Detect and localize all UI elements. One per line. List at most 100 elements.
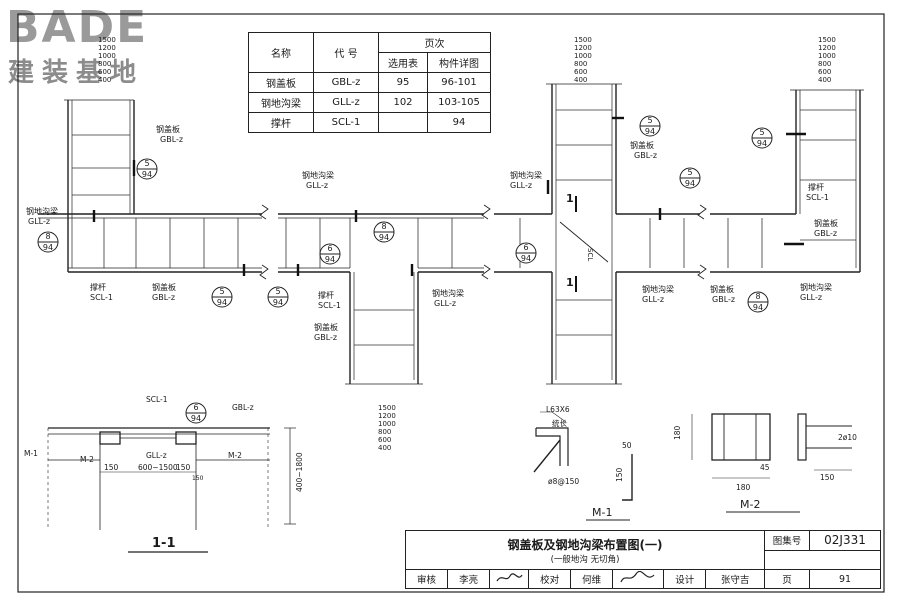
- svg-text:600~1500: 600~1500: [138, 463, 178, 472]
- svg-text:M-2: M-2: [228, 451, 242, 460]
- svg-text:1500: 1500: [574, 36, 592, 44]
- svg-text:180: 180: [673, 425, 682, 440]
- svg-text:GBL-z: GBL-z: [160, 135, 183, 144]
- svg-text:5: 5: [275, 287, 280, 296]
- svg-text:800: 800: [818, 60, 831, 68]
- svg-text:SCL-1: SCL-1: [318, 301, 341, 310]
- svg-text:150: 150: [820, 473, 835, 482]
- svg-text:L63X6: L63X6: [546, 405, 570, 414]
- svg-text:150: 150: [104, 463, 119, 472]
- svg-text:1200: 1200: [378, 412, 396, 420]
- svg-text:94: 94: [325, 255, 335, 264]
- col-detail: 构件详图: [427, 52, 491, 73]
- svg-text:钢盖板: 钢盖板: [630, 140, 654, 150]
- svg-text:94: 94: [379, 233, 389, 242]
- svg-text:50: 50: [622, 441, 632, 450]
- svg-text:钢盖板: 钢盖板: [314, 322, 338, 332]
- svg-text:45: 45: [760, 463, 770, 472]
- svg-text:GLL-z: GLL-z: [28, 217, 50, 226]
- svg-text:94: 94: [273, 298, 283, 307]
- trench-plan: [38, 83, 864, 385]
- svg-text:600: 600: [98, 68, 111, 76]
- svg-text:400: 400: [574, 76, 587, 84]
- col-code: 代 号: [313, 32, 379, 73]
- svg-text:GLL-z: GLL-z: [510, 181, 532, 190]
- review-label: 审核: [404, 569, 449, 589]
- svg-text:94: 94: [191, 414, 201, 423]
- svg-text:M-1: M-1: [24, 449, 38, 458]
- svg-text:400: 400: [818, 76, 831, 84]
- atlas-label: 图集号: [764, 530, 810, 551]
- svg-text:M-2: M-2: [80, 455, 94, 464]
- brand-name: BADE: [6, 2, 149, 53]
- page-number: 91: [809, 569, 881, 589]
- svg-text:钢盖板: 钢盖板: [710, 284, 734, 294]
- svg-text:1000: 1000: [818, 52, 836, 60]
- reviewer-name: 李亮: [447, 569, 491, 589]
- m1-detail: [533, 411, 633, 521]
- section-cut-marks: 1 1: [566, 192, 577, 292]
- svg-text:撑杆: 撑杆: [808, 182, 824, 192]
- component-index-table: 名称 代 号 页次 选用表 构件详图 钢盖板 GBL-z 95 96-101 钢…: [248, 32, 491, 133]
- svg-text:150: 150: [176, 463, 191, 472]
- table-row: 钢盖板 GBL-z 95 96-101: [248, 72, 491, 93]
- svg-text:1500: 1500: [98, 36, 116, 44]
- svg-text:1200: 1200: [818, 44, 836, 52]
- ref-bubble: 694: [515, 242, 537, 264]
- svg-text:ø8@150: ø8@150: [548, 477, 579, 486]
- svg-text:5: 5: [219, 287, 224, 296]
- scl-vertical-label: SCL: [586, 248, 594, 261]
- col-pages: 页次: [378, 32, 491, 53]
- m2-detail: [691, 413, 852, 513]
- ref-bubble: 894: [37, 231, 59, 253]
- m1-labels: L63X6 统长 ø8@150 50 150 M-1: [546, 405, 632, 519]
- svg-text:600: 600: [574, 68, 587, 76]
- svg-text:94: 94: [217, 298, 227, 307]
- svg-text:600: 600: [378, 436, 391, 444]
- svg-text:5: 5: [687, 168, 692, 177]
- svg-text:94: 94: [753, 303, 763, 312]
- svg-text:GLL-z: GLL-z: [146, 451, 167, 460]
- ref-bubble: 594: [211, 286, 233, 308]
- beam-marks: [92, 116, 806, 276]
- drawing-subtitle: (一般地沟 无切角): [550, 554, 620, 565]
- page-label: 页: [764, 569, 810, 589]
- brand-logo: BADE 建装基地: [6, 2, 186, 88]
- svg-text:M-1: M-1: [592, 506, 612, 519]
- ref-bubble: 694: [185, 402, 207, 424]
- check-label: 校对: [528, 569, 572, 589]
- svg-text:钢地沟梁: 钢地沟梁: [432, 288, 464, 298]
- section-title: 1-1: [152, 536, 176, 551]
- section-labels: SCL-1 GBL-z GLL-z M-1 M-2 M-2 150 600~15…: [24, 395, 304, 492]
- ref-bubble: 594: [639, 115, 661, 137]
- svg-text:1200: 1200: [98, 44, 116, 52]
- svg-text:SCL-1: SCL-1: [806, 193, 829, 202]
- svg-text:1200: 1200: [574, 44, 592, 52]
- ref-bubble: 594: [751, 127, 773, 149]
- title-block: 钢盖板及钢地沟梁布置图(一) (一般地沟 无切角) 图集号 02J331 审核 …: [404, 530, 881, 594]
- cover-plate-lines: [72, 109, 856, 346]
- table-row: 撑杆 SCL-1 94: [248, 112, 491, 133]
- svg-text:GLL-z: GLL-z: [642, 295, 664, 304]
- svg-text:150: 150: [615, 467, 624, 482]
- svg-text:2ø10: 2ø10: [838, 433, 857, 442]
- svg-text:94: 94: [142, 170, 152, 179]
- svg-text:6: 6: [327, 244, 332, 253]
- svg-text:94: 94: [645, 127, 655, 136]
- svg-text:钢地沟梁: 钢地沟梁: [510, 170, 542, 180]
- svg-text:钢地沟梁: 钢地沟梁: [642, 284, 674, 294]
- svg-text:600: 600: [818, 68, 831, 76]
- scl-diagonal: [559, 221, 609, 263]
- svg-text:6: 6: [193, 403, 198, 412]
- cut-mark-bottom: 1: [566, 276, 574, 289]
- designer-name: 张守吉: [705, 569, 765, 589]
- brand-subtitle: 建装基地: [8, 58, 145, 88]
- svg-text:800: 800: [574, 60, 587, 68]
- svg-text:1000: 1000: [98, 52, 116, 60]
- svg-text:5: 5: [759, 128, 764, 137]
- ref-bubble: 894: [373, 221, 395, 243]
- sheet-frame: [17, 13, 885, 593]
- m2-labels: 180 45 180 150 2ø10 M-2: [673, 425, 857, 511]
- svg-text:180: 180: [736, 483, 751, 492]
